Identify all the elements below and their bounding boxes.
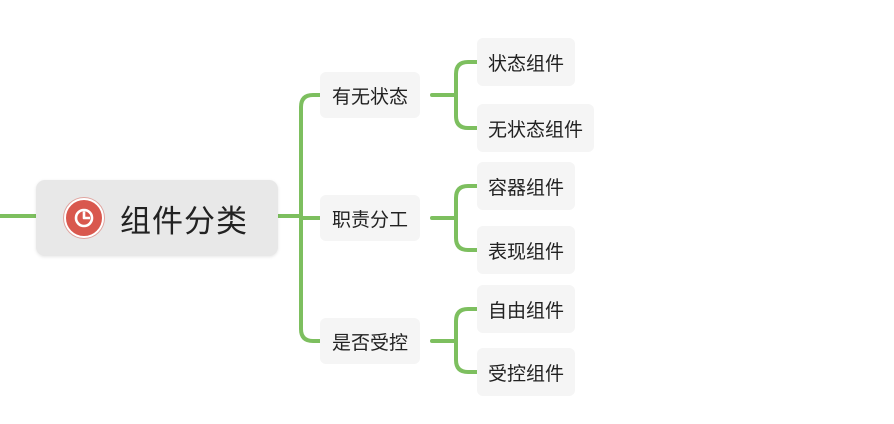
root-label: 组件分类 [120, 203, 248, 240]
leaf-node-stateful-component[interactable]: 状态组件 [477, 38, 576, 86]
branch-node-controlled[interactable]: 是否受控 [320, 318, 421, 364]
leaf-label: 状态组件 [488, 52, 565, 75]
leaf-node-stateless-component[interactable]: 无状态组件 [477, 104, 595, 152]
branch-2-bracket [454, 184, 479, 252]
leaf-node-presentational-component[interactable]: 表现组件 [477, 226, 576, 274]
root-node[interactable]: 组件分类 [36, 180, 278, 256]
branch-label: 是否受控 [332, 331, 409, 354]
branch-node-stateful[interactable]: 有无状态 [320, 72, 421, 118]
leaf-node-controlled-component[interactable]: 受控组件 [477, 348, 576, 396]
leaf-node-uncontrolled-component[interactable]: 自由组件 [477, 285, 576, 333]
leaf-label: 无状态组件 [488, 118, 584, 141]
branch-label: 有无状态 [332, 85, 409, 108]
leaf-label: 表现组件 [488, 240, 565, 263]
branch-node-responsibility[interactable]: 职责分工 [320, 195, 421, 241]
leaf-label: 自由组件 [488, 299, 565, 322]
pie-chart-icon [64, 198, 104, 238]
branch-1-bracket [454, 60, 479, 130]
branch-label: 职责分工 [332, 208, 409, 231]
branch-3-bracket [454, 307, 479, 374]
leaf-node-container-component[interactable]: 容器组件 [477, 162, 576, 210]
leaf-label: 受控组件 [488, 362, 565, 385]
leaf-label: 容器组件 [488, 176, 565, 199]
